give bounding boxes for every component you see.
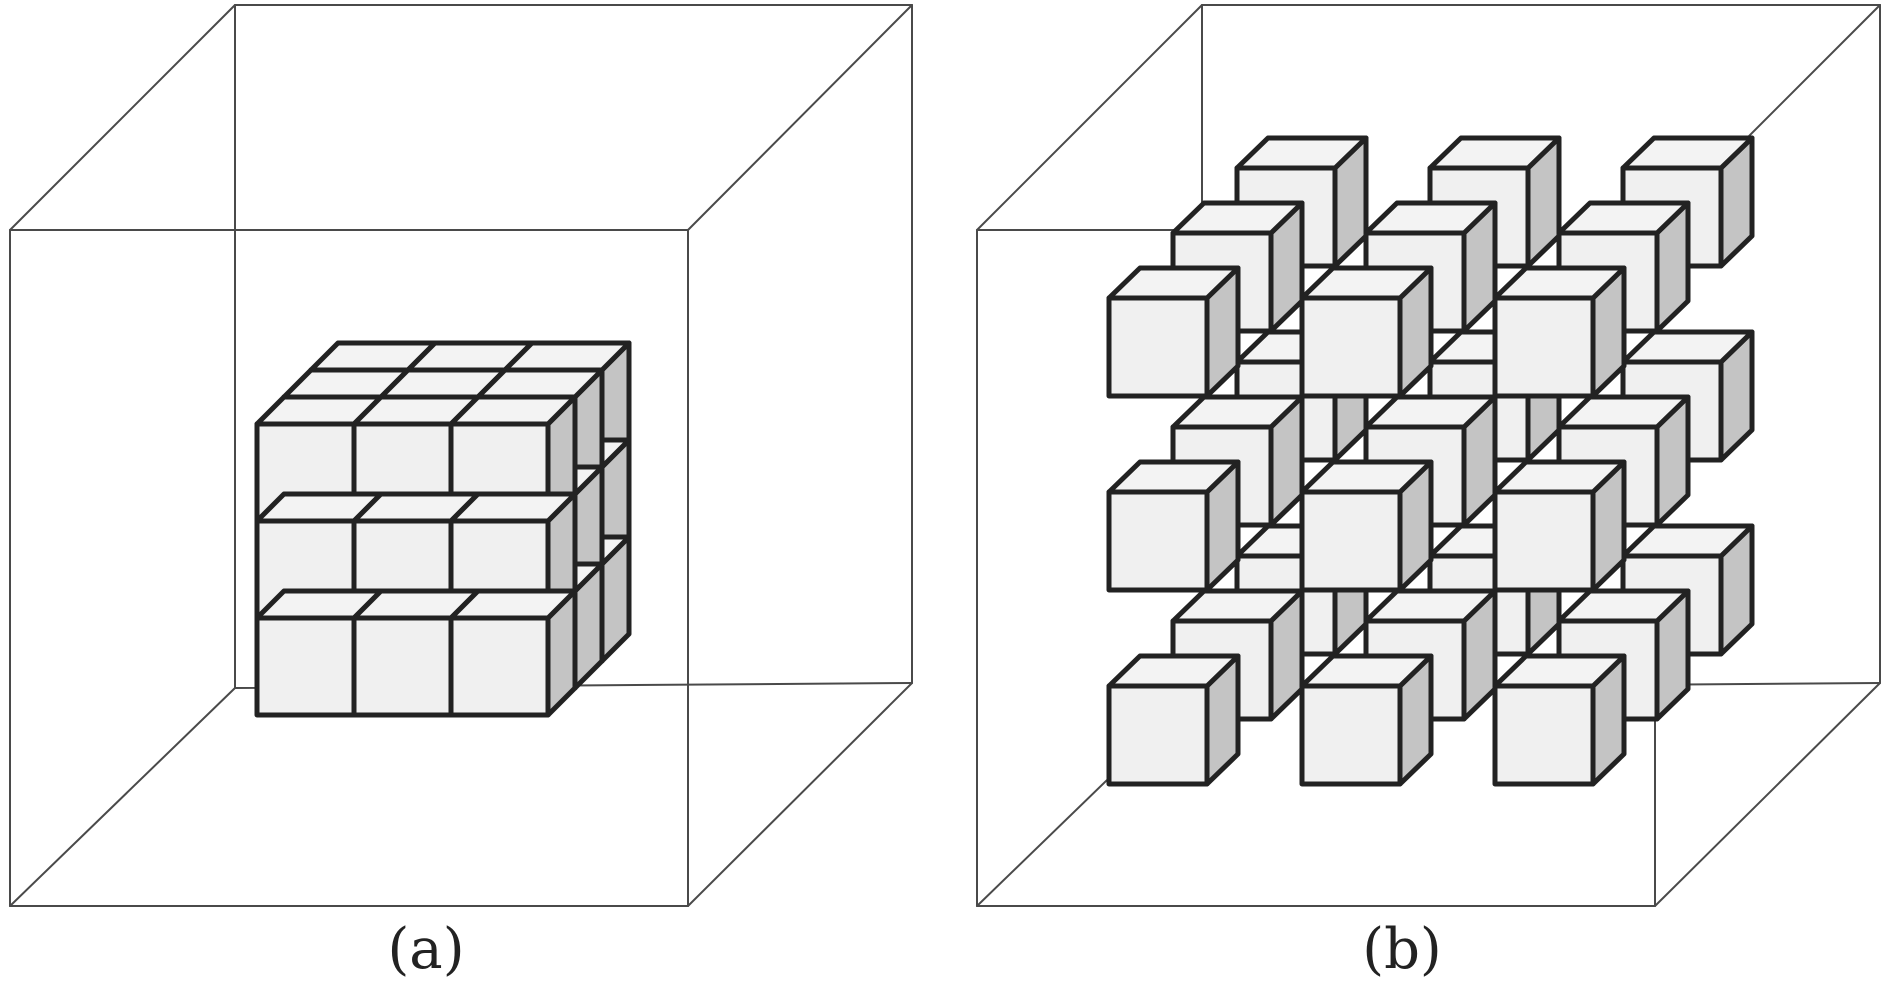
unit-cube — [1299, 653, 1434, 787]
cube-front-face — [1106, 295, 1210, 399]
unit-cube — [1299, 265, 1434, 399]
cube-front-face — [1299, 489, 1403, 593]
cube-front-face — [1492, 683, 1596, 787]
panel-a — [9, 4, 913, 907]
unit-cube — [1106, 459, 1241, 593]
cube-front-face — [254, 615, 357, 718]
unit-cube — [1492, 653, 1627, 787]
cube-front-face — [1492, 295, 1596, 399]
cube-front-face — [351, 615, 454, 718]
cube-front-face — [1106, 489, 1210, 593]
cube-front-face — [1299, 295, 1403, 399]
panel-b-label: (b) — [1362, 917, 1442, 982]
unit-cube — [1492, 459, 1627, 593]
cube-front-face — [1492, 489, 1596, 593]
panel-b — [976, 4, 1881, 907]
unit-cube — [1299, 459, 1434, 593]
cube-front-face — [448, 615, 551, 718]
cube-front-face — [1299, 683, 1403, 787]
unit-cube — [1106, 653, 1241, 787]
panel-a-cube-stack — [254, 340, 632, 718]
cube-front-face — [1106, 683, 1210, 787]
unit-cube — [1106, 265, 1241, 399]
unit-cube — [1492, 265, 1627, 399]
panel-b-cube-array — [1106, 135, 1755, 787]
panel-a-frame — [9, 4, 913, 907]
unit-cube — [448, 588, 578, 718]
panel-a-label: (a) — [387, 917, 465, 982]
